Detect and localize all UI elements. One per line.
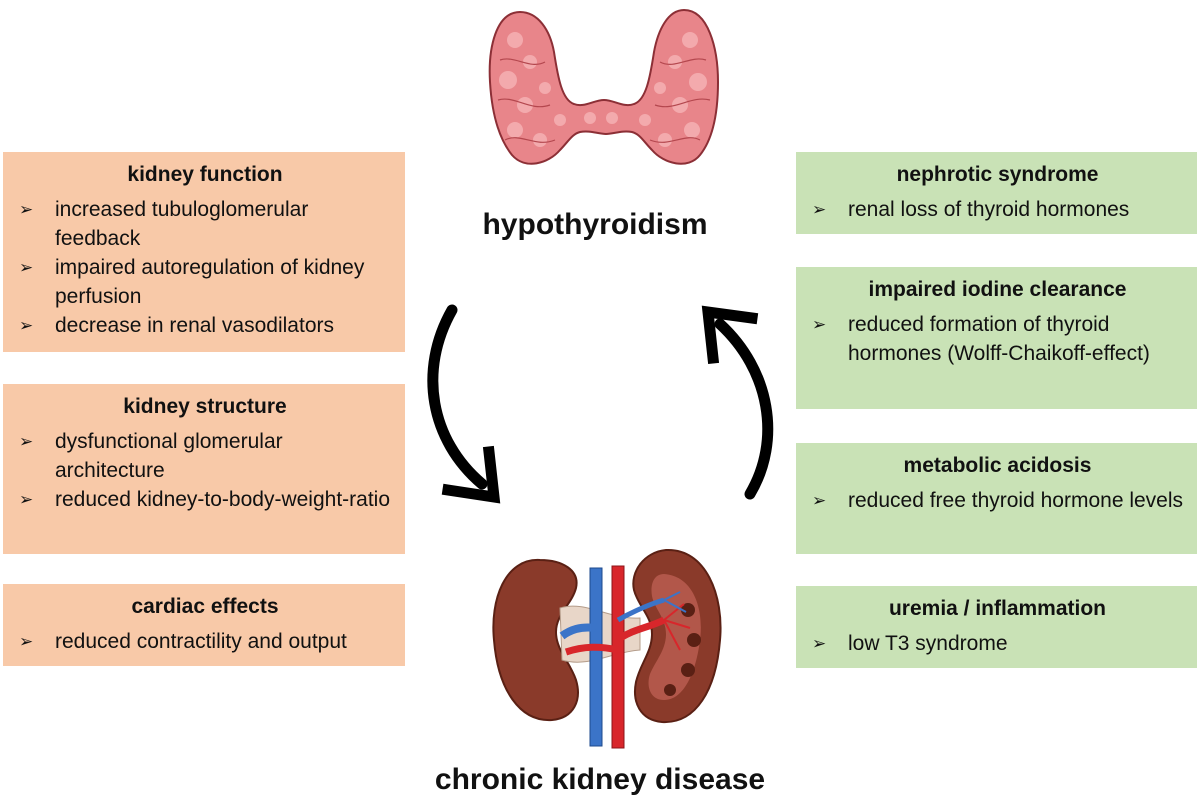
box-title: nephrotic syndrome bbox=[896, 163, 1099, 186]
arrow-bullet-icon: ➢ bbox=[19, 258, 34, 277]
box-title: uremia / inflammation bbox=[888, 597, 1107, 620]
nephrotic-syndrome-box: nephrotic syndrome ➢renal loss of thyroi… bbox=[796, 152, 1197, 234]
list-item: ➢reduced formation of thyroid hormones (… bbox=[810, 310, 1185, 368]
list-item: ➢reduced free thyroid hormone levels bbox=[810, 486, 1185, 515]
box-title: cardiac effects bbox=[131, 595, 279, 618]
list-item: ➢increased tubuloglomerular feedback bbox=[17, 195, 393, 253]
metabolic-acidosis-box: metabolic acidosis ➢reduced free thyroid… bbox=[796, 443, 1197, 554]
box-title: kidney function bbox=[127, 163, 283, 186]
hypothyroidism-label: hypothyroidism bbox=[482, 208, 708, 241]
box-title: impaired iodine clearance bbox=[868, 278, 1127, 301]
list-item: ➢reduced kidney-to-body-weight-ratio bbox=[17, 485, 393, 514]
list-item: ➢renal loss of thyroid hormones bbox=[810, 195, 1185, 224]
list-item: ➢reduced contractility and output bbox=[17, 627, 393, 656]
arrow-down-icon bbox=[427, 304, 501, 504]
list-item: ➢decrease in renal vasodilators bbox=[17, 311, 393, 340]
list-item: ➢dysfunctional glomerular architecture bbox=[17, 427, 393, 485]
box-title: metabolic acidosis bbox=[903, 454, 1092, 477]
arrow-bullet-icon: ➢ bbox=[19, 316, 34, 335]
kidney-function-box: kidney function ➢increased tubuloglomeru… bbox=[3, 152, 405, 352]
kidney-illustration bbox=[492, 548, 722, 749]
list-item: ➢impaired autoregulation of kidney perfu… bbox=[17, 253, 393, 311]
cardiac-effects-box: cardiac effects ➢reduced contractility a… bbox=[3, 584, 405, 666]
list-item: ➢low T3 syndrome bbox=[810, 629, 1185, 658]
arrow-bullet-icon: ➢ bbox=[19, 200, 34, 219]
arrow-bullet-icon: ➢ bbox=[19, 632, 34, 651]
uremia-inflammation-box: uremia / inflammation ➢low T3 syndrome bbox=[796, 586, 1197, 668]
chronic-kidney-disease-label: chronic kidney disease bbox=[434, 763, 766, 796]
thyroid-illustration bbox=[488, 8, 720, 165]
box-title: kidney structure bbox=[123, 395, 287, 418]
kidney-structure-box: kidney structure ➢dysfunctional glomerul… bbox=[3, 384, 405, 554]
arrow-up-icon bbox=[701, 305, 774, 500]
arrow-bullet-icon: ➢ bbox=[19, 432, 34, 451]
arrow-bullet-icon: ➢ bbox=[19, 490, 34, 509]
arrow-bullet-icon: ➢ bbox=[812, 315, 827, 334]
arrow-bullet-icon: ➢ bbox=[812, 491, 827, 510]
arrow-bullet-icon: ➢ bbox=[812, 200, 827, 219]
impaired-iodine-clearance-box: impaired iodine clearance ➢reduced forma… bbox=[796, 267, 1197, 409]
arrow-bullet-icon: ➢ bbox=[812, 634, 827, 653]
